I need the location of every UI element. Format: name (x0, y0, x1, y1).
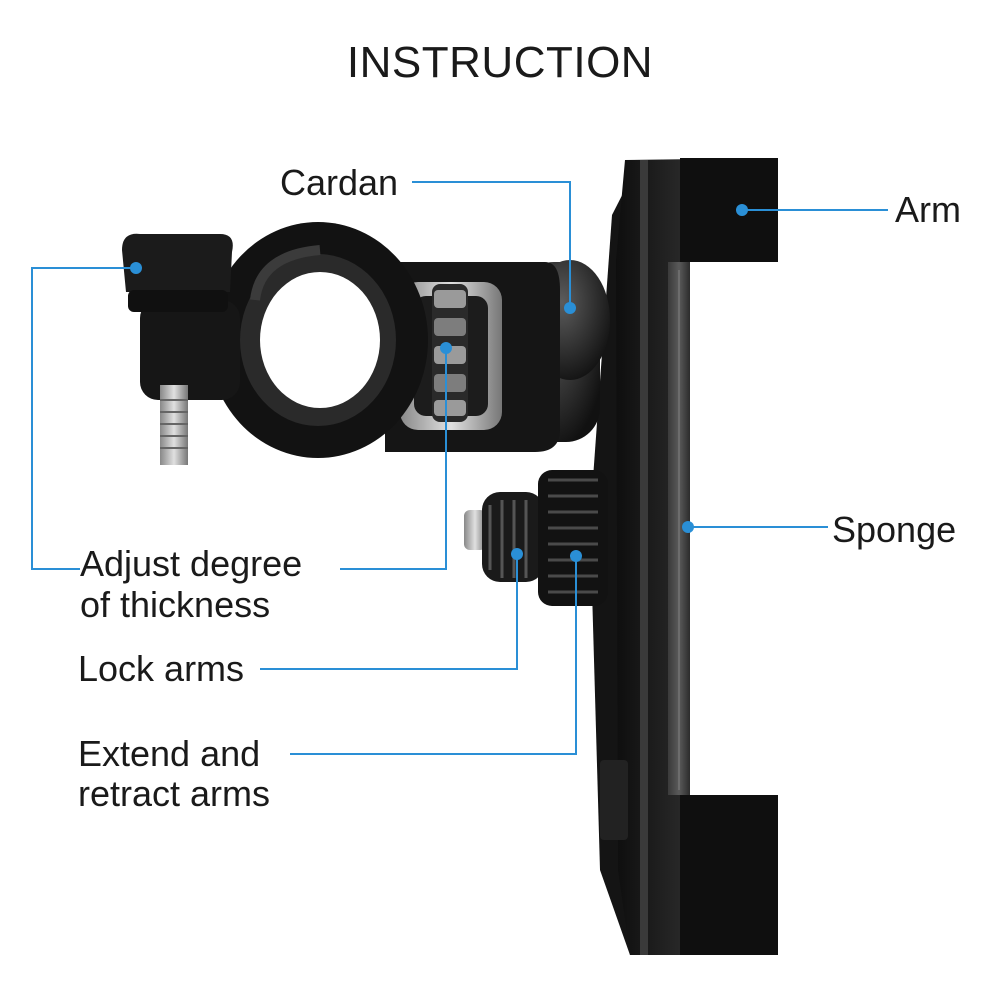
bottom-arm (680, 795, 778, 955)
callout-line-adjust-thickness (340, 348, 447, 570)
clamp-screw (122, 233, 240, 465)
callout-dot-top-knob (130, 262, 142, 274)
page-title: INSTRUCTION (346, 38, 654, 87)
label-cardan: Cardan (280, 162, 399, 203)
label-adjust-line1: Adjust degree (80, 543, 303, 584)
callout-dot-arm (736, 204, 748, 216)
callout-dot-lock (511, 548, 523, 560)
label-adjust-line2: of thickness (80, 584, 271, 625)
handlebar-clamp (208, 222, 428, 458)
callout-line-extend (290, 556, 577, 755)
thickness-knob (432, 284, 468, 422)
callout-dot-extend (570, 550, 582, 562)
callout-dot-sponge (682, 521, 694, 533)
holder-body (590, 158, 778, 955)
extend-knob (538, 470, 608, 606)
label-arm: Arm (895, 189, 961, 230)
label-extend-line1: Extend and (78, 733, 261, 774)
callout-line-adjust-knob (31, 267, 136, 570)
callout-line-cardan (412, 181, 571, 308)
lock-knob (464, 492, 544, 582)
clamp-bracket (385, 262, 560, 452)
callout-dot-thickness-knob (440, 342, 452, 354)
callout-dot-cardan (564, 302, 576, 314)
label-sponge: Sponge (832, 509, 957, 550)
label-lock-arms: Lock arms (78, 648, 245, 689)
callout-line-lock (260, 554, 518, 670)
label-extend-line2: retract arms (78, 773, 271, 814)
